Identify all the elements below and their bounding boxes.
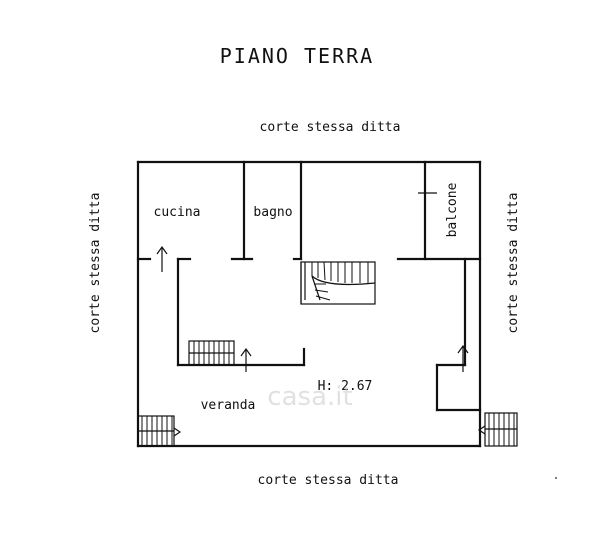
watermark-logo: casa.it [267, 382, 352, 412]
room-label-balcone: balcone [445, 182, 460, 237]
balcone-window-marker [418, 183, 437, 203]
room-label-bagno: bagno [253, 205, 292, 220]
label-bottom-corte: corte stessa ditta [258, 473, 399, 488]
outer-walls [136, 160, 482, 448]
veranda-staircase [188, 340, 235, 366]
label-top-corte: corte stessa ditta [260, 120, 401, 135]
door-arrows [156, 245, 469, 372]
stray-mark [555, 477, 557, 479]
label-left-corte: corte stessa ditta [88, 193, 103, 334]
upper-room-walls [136, 160, 482, 261]
spiral-staircase [300, 261, 376, 305]
room-label-veranda: veranda [201, 398, 256, 413]
room-label-cucina: cucina [154, 205, 201, 220]
label-right-corte: corte stessa ditta [506, 193, 521, 334]
height-note: H: 2.67 [318, 379, 373, 394]
external-steps-left [137, 415, 182, 447]
external-steps-right [477, 412, 518, 447]
plan-title: PIANO TERRA [220, 44, 374, 68]
